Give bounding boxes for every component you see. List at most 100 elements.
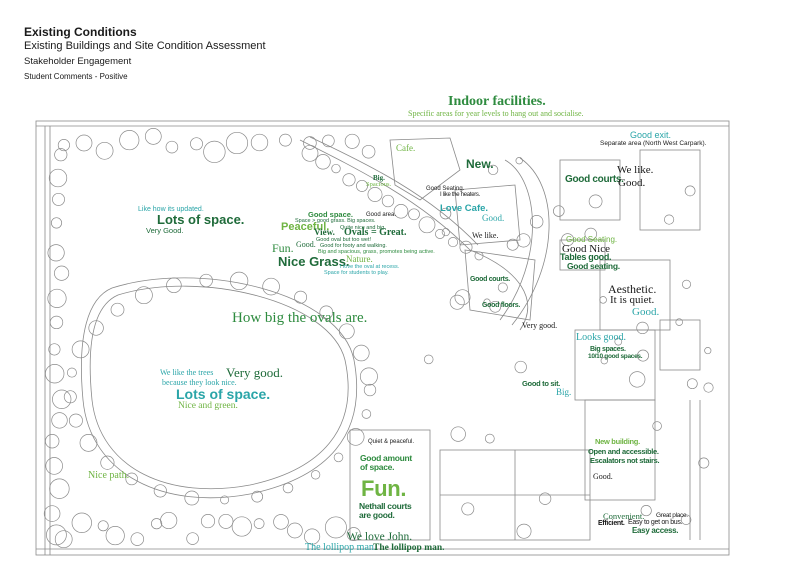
tree-symbol	[220, 495, 230, 505]
tree-symbol	[310, 470, 321, 480]
tree-symbol	[588, 194, 603, 209]
comment-convenient: Convenient.	[603, 511, 645, 521]
tree-symbol	[88, 320, 104, 336]
tree-symbol	[483, 298, 491, 306]
tree-symbol	[704, 347, 712, 355]
tree-symbol	[418, 216, 436, 234]
tree-symbol	[186, 532, 199, 545]
tree-symbol	[447, 237, 459, 248]
tree-symbol	[367, 187, 383, 202]
comment-good-seating-3: Good seating.	[567, 261, 620, 271]
tree-symbol	[356, 179, 368, 192]
tree-symbol	[346, 428, 365, 446]
comment-look-nice: because they look nice.	[162, 378, 237, 387]
comment-lollipop: The lollipop man.	[305, 542, 377, 553]
comment-like-heaters: I like the heaters.	[440, 192, 480, 198]
tree-symbol	[381, 194, 395, 208]
tree-symbol	[686, 378, 698, 390]
tree-symbol	[514, 360, 527, 374]
tree-symbol	[408, 208, 420, 221]
tree-symbol	[489, 300, 502, 313]
tree-symbol	[304, 528, 321, 545]
tree-symbol	[516, 523, 532, 539]
tree-symbol	[218, 513, 234, 529]
tree-symbol	[253, 518, 265, 529]
tree-symbol	[43, 505, 61, 522]
tree-symbol	[637, 349, 649, 362]
comment-big-2: Big.	[556, 387, 572, 397]
comment-lollipop-2: The lollipop man.	[373, 543, 445, 553]
tree-symbol	[45, 434, 60, 449]
tree-symbol	[324, 516, 347, 539]
tree-symbol	[190, 137, 203, 151]
comment-specific-areas: Specific areas for year levels to hang o…	[408, 109, 584, 118]
comment-we-like-2: We like.	[617, 164, 654, 176]
comment-open-accessible: Open and accessible.	[588, 447, 659, 456]
tree-symbol	[461, 502, 475, 516]
tree-symbol	[553, 205, 565, 217]
tree-symbol	[97, 520, 109, 532]
tree-symbol	[487, 164, 499, 176]
tree-symbol	[130, 532, 145, 546]
tree-symbol	[454, 289, 471, 306]
page-title: Existing Conditions	[24, 25, 137, 39]
comment-nice-grass: Nice Grass.	[278, 254, 350, 269]
tree-symbol	[331, 163, 341, 174]
tree-symbol	[144, 128, 162, 145]
tree-symbol	[45, 457, 63, 475]
comment-we-like: We like.	[472, 231, 499, 240]
tree-symbol	[680, 514, 692, 525]
tree-symbol	[359, 367, 378, 386]
tree-symbol	[294, 290, 308, 304]
tree-symbol	[135, 286, 153, 305]
comment-good-nice: Good Nice	[562, 243, 610, 255]
comment-tables-good: Tables good.	[560, 252, 612, 262]
tree-symbol	[439, 207, 452, 220]
comment-good-amount: Good amount of space.	[360, 453, 412, 472]
tree-symbol	[105, 526, 125, 546]
tree-symbol	[203, 140, 226, 164]
tree-symbol	[200, 514, 216, 529]
tree-symbol	[95, 141, 114, 160]
category-label: Student Comments - Positive	[24, 72, 128, 81]
comment-great-place: Great place.	[656, 512, 688, 519]
comment-good-floors: Good floors.	[482, 302, 521, 309]
comment-looks-good: Looks good.	[576, 332, 626, 343]
comment-good-courts-2: Good courts.	[470, 276, 510, 283]
tree-symbol	[273, 514, 289, 530]
tree-symbol	[423, 354, 434, 365]
comment-quiet-peaceful: Quiet & peaceful.	[368, 439, 415, 445]
comment-good-courts: Good courts.	[565, 174, 624, 185]
tree-symbol	[54, 530, 73, 549]
tree-symbol	[684, 185, 696, 197]
tree-symbol	[361, 409, 372, 419]
tree-symbol	[338, 323, 355, 340]
tree-symbol	[497, 282, 508, 293]
tree-symbol	[538, 492, 552, 505]
comment-very-good-2: Very good.	[522, 321, 558, 330]
tree-symbol	[599, 296, 607, 304]
tree-symbol	[640, 505, 652, 517]
site-boundary	[35, 120, 730, 556]
comment-good-spaces: 10/10 good spaces.	[588, 353, 643, 360]
comment-easy-bus: Easy to get on bus.	[628, 519, 683, 526]
tree-symbol	[250, 133, 269, 152]
comment-separate-area: Separate area (North West Carpark).	[600, 140, 707, 147]
tree-symbol	[57, 139, 70, 152]
tree-symbol	[166, 277, 182, 294]
comment-space-grass: Space > good grass. Big spaces.	[295, 218, 376, 224]
tree-symbol	[561, 233, 575, 247]
tree-symbol	[279, 133, 292, 147]
comment-lots-of-space: Lots of space.	[157, 212, 245, 227]
tree-symbol	[54, 148, 68, 162]
tree-symbol	[450, 426, 466, 442]
comment-very-good: Very Good.	[146, 226, 184, 235]
tree-symbol	[47, 244, 65, 262]
tree-symbol	[287, 522, 303, 539]
comment-big-spaces: Big spaces.	[590, 346, 626, 353]
tree-symbol	[600, 357, 608, 365]
comment-nice-path: Nice path.	[88, 470, 130, 481]
tree-symbol	[165, 140, 179, 154]
tree-symbol	[664, 214, 675, 225]
comment-very-good-3: Very good.	[226, 365, 284, 380]
